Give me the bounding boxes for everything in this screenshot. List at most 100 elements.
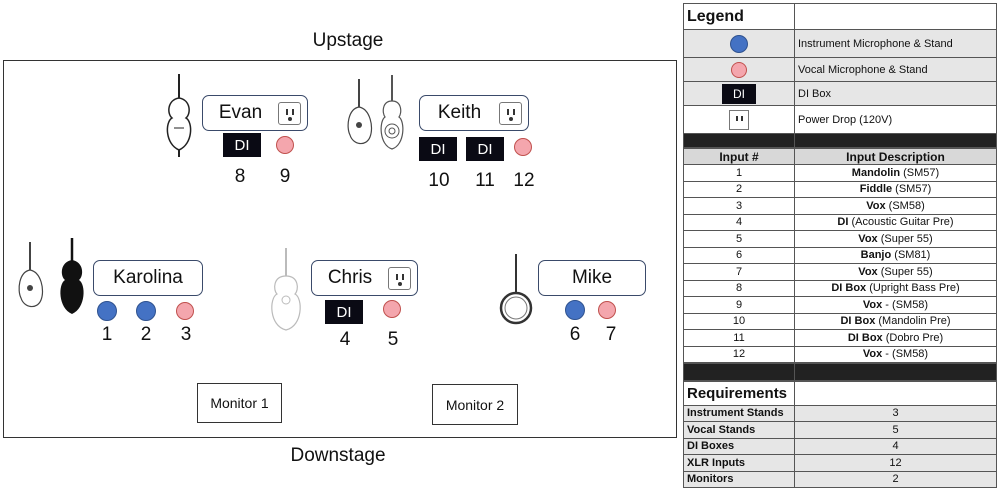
input-detail: (Upright Bass Pre) — [866, 282, 960, 295]
requirement-value: 4 — [794, 437, 997, 455]
input-source: DI Box — [831, 282, 867, 295]
banjo-icon — [499, 254, 533, 325]
requirement-value: 3 — [794, 404, 997, 422]
instrument-mic-icon — [97, 301, 117, 321]
input-description-cell: DI Box (Upright Bass Pre) — [794, 279, 997, 297]
input-number-cell: 3 — [683, 197, 795, 215]
legend-item: Instrument Microphone & Stand — [794, 29, 997, 58]
di-box: DI — [325, 300, 363, 324]
requirement-label: Monitors — [683, 470, 795, 488]
vocal-mic-icon — [383, 300, 401, 318]
input-source: DI Box — [847, 331, 883, 344]
dobro-icon — [380, 75, 404, 150]
vocal-mic-icon — [731, 61, 747, 78]
legend-item: Power Drop (120V) — [794, 105, 997, 134]
legend-title: Legend — [683, 3, 795, 30]
upstage-label: Upstage — [312, 30, 384, 51]
performer-name: Keith — [437, 102, 482, 123]
input-detail: (Super 55) — [877, 232, 933, 245]
di-box-icon: DI — [722, 83, 756, 104]
input-detail: (SM81) — [891, 249, 931, 262]
mandolin-icon — [18, 242, 44, 308]
input-number-cell: 2 — [683, 180, 795, 198]
power-drop-icon — [278, 101, 301, 125]
table-row: 9 Vox - (SM58) — [683, 296, 997, 314]
input-number: 12 — [513, 170, 535, 191]
table-row: 7 Vox (Super 55) — [683, 263, 997, 281]
info-panel: Legend Instrument Microphone & Stand Voc… — [683, 3, 997, 488]
input-number: 6 — [569, 324, 581, 345]
performer-keith: Keith — [419, 95, 529, 131]
input-description-header: Input Description — [794, 148, 997, 165]
input-number-cell: 11 — [683, 329, 795, 347]
input-description-cell: DI Box (Mandolin Pre) — [794, 312, 997, 330]
requirement-value: 2 — [794, 470, 997, 488]
instrument-mic-icon — [136, 301, 156, 321]
input-number-cell: 9 — [683, 296, 795, 314]
input-description-cell: Fiddle (SM57) — [794, 180, 997, 198]
input-number-cell: 4 — [683, 213, 795, 231]
requirement-value: 12 — [794, 454, 997, 472]
fiddle-icon — [60, 238, 84, 314]
monitor-1: Monitor 1 — [197, 383, 282, 423]
input-number-cell: 7 — [683, 263, 795, 281]
input-source: Vox — [858, 265, 878, 278]
input-number-cell: 8 — [683, 279, 795, 297]
input-number: 11 — [475, 170, 495, 191]
monitor-2: Monitor 2 — [432, 384, 518, 425]
di-box: DI — [223, 133, 261, 157]
input-source: Vox — [858, 232, 878, 245]
legend-table: Legend Instrument Microphone & Stand Voc… — [683, 3, 997, 148]
requirement-label: Instrument Stands — [683, 404, 795, 422]
input-detail: (SM57) — [892, 183, 932, 196]
di-box: DI — [466, 137, 504, 161]
input-number-cell: 12 — [683, 345, 795, 363]
input-description-cell: Mandolin (SM57) — [794, 164, 997, 182]
input-source: Vox — [862, 348, 883, 361]
input-detail: (SM57) — [900, 166, 940, 179]
acoustic-guitar-icon — [271, 248, 301, 331]
requirement-label: DI Boxes — [683, 437, 795, 455]
stage-area — [3, 60, 677, 438]
input-number: 10 — [428, 170, 450, 191]
performer-name: Evan — [218, 102, 263, 123]
instrument-mic-icon — [565, 300, 585, 320]
vocal-mic-icon — [176, 302, 194, 320]
input-number-cell: 10 — [683, 312, 795, 330]
input-description-cell: DI (Acoustic Guitar Pre) — [794, 213, 997, 231]
input-detail: (Super 55) — [877, 265, 933, 278]
input-description-cell: Vox - (SM58) — [794, 345, 997, 363]
performer-mike: Mike — [538, 260, 646, 296]
mandolin-icon — [347, 79, 373, 145]
performer-name: Mike — [571, 267, 613, 288]
performer-karolina: Karolina — [93, 260, 203, 296]
performer-chris: Chris — [311, 260, 418, 296]
input-description-cell: DI Box (Dobro Pre) — [794, 329, 997, 347]
input-number-cell: 1 — [683, 164, 795, 182]
input-number: 9 — [279, 166, 291, 187]
input-description-cell: Vox (Super 55) — [794, 230, 997, 248]
table-divider — [683, 363, 997, 381]
vocal-mic-icon — [514, 138, 532, 156]
di-box: DI — [419, 137, 457, 161]
input-source: Vox — [862, 298, 883, 311]
performer-name: Chris — [327, 267, 373, 288]
downstage-label: Downstage — [290, 445, 386, 466]
performer-evan: Evan — [202, 95, 308, 131]
input-detail: - (SM58) — [882, 298, 929, 311]
input-number: 4 — [339, 329, 351, 350]
input-number-cell: 6 — [683, 246, 795, 264]
instrument-mic-icon — [730, 34, 748, 53]
